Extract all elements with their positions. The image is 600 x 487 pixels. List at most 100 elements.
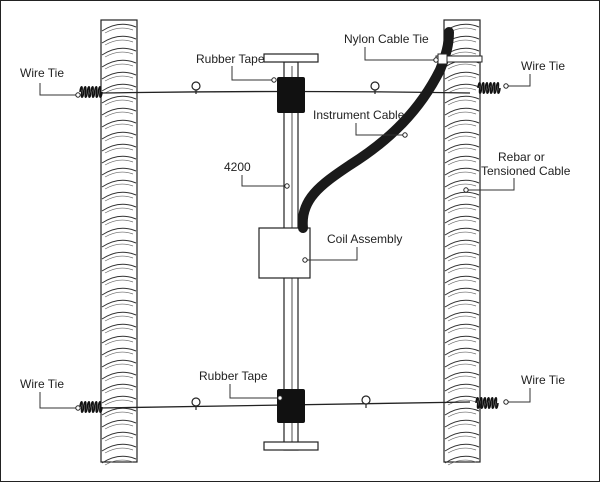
rebar-rib	[444, 359, 480, 368]
rebar-rib	[104, 339, 134, 346]
rebar-rib	[444, 131, 480, 140]
rebar-rib	[101, 443, 137, 452]
rebar-rib	[101, 23, 137, 32]
rebar-rib	[104, 183, 134, 190]
rebar-rib	[444, 443, 480, 452]
wire-tie-coil-top-right	[477, 81, 501, 95]
rebar-rib	[104, 171, 134, 178]
rebar-rib	[444, 395, 480, 404]
rebar-rib	[447, 327, 477, 334]
label-coil-assembly: Coil Assembly	[327, 232, 402, 246]
label-wire-tie-bottom-right: Wire Tie	[521, 373, 565, 387]
label-4200: 4200	[224, 160, 251, 174]
rebar-rib	[101, 35, 137, 44]
rebar-rib	[104, 27, 134, 34]
rebar-rib	[101, 191, 137, 200]
rebar-rib	[101, 95, 137, 104]
rebar-rib	[447, 447, 477, 454]
rebar-rib	[101, 119, 137, 128]
rebar-rib	[444, 107, 480, 116]
wire-tie-coil-bottom-left	[79, 400, 103, 414]
rubber-tape-top	[277, 77, 305, 113]
rebar-rib	[104, 255, 134, 262]
rebar-rib	[104, 75, 134, 82]
rebar-rib	[447, 303, 477, 310]
label-wire-tie-top-right: Wire Tie	[521, 59, 565, 73]
rebar-rib	[101, 215, 137, 224]
rebar-rib	[444, 83, 480, 92]
rebar-rib	[101, 251, 137, 260]
rebar-rib	[101, 323, 137, 332]
rebar-rib	[447, 195, 477, 202]
rebar-rib	[101, 83, 137, 92]
rebar-rib	[447, 435, 477, 442]
rebar-rib	[444, 191, 480, 200]
label-rebar-line1: Rebar or	[498, 150, 545, 164]
rebar-rib	[104, 63, 134, 70]
rebar-rib	[447, 411, 477, 418]
rebar-rib	[104, 315, 134, 322]
rebar-rib	[447, 387, 477, 394]
rebar-rib	[101, 155, 137, 164]
rebar-rib	[447, 183, 477, 190]
rebar-rib	[444, 407, 480, 416]
rebar-left	[100, 19, 138, 466]
rebar-rib	[101, 371, 137, 380]
rebar-rib	[104, 303, 134, 310]
rebar-rib	[447, 267, 477, 274]
rebar-rib	[447, 291, 477, 298]
coil-assembly-box	[258, 227, 311, 279]
rebar-rib	[104, 147, 134, 154]
rebar-rib	[444, 119, 480, 128]
rebar-rib	[447, 279, 477, 286]
rebar-rib	[104, 123, 134, 130]
gauge-end-flange-top	[263, 53, 319, 63]
rebar-rib	[101, 395, 137, 404]
rebar-rib	[101, 419, 137, 428]
rebar-rib	[101, 227, 137, 236]
rebar-rib	[104, 219, 134, 226]
rebar-rib	[447, 363, 477, 370]
rebar-rib	[101, 179, 137, 188]
rebar-rib	[447, 219, 477, 226]
rebar-rib	[447, 375, 477, 382]
rebar-rib	[444, 167, 480, 176]
rebar-rib	[101, 335, 137, 344]
wire-twist-top-left	[191, 81, 201, 94]
rebar-rib	[101, 347, 137, 356]
rebar-rib	[104, 327, 134, 334]
rebar-rib	[101, 143, 137, 152]
rebar-rib	[104, 423, 134, 430]
rebar-rib	[101, 407, 137, 416]
rebar-rib	[447, 207, 477, 214]
rebar-rib	[101, 47, 137, 56]
rebar-rib	[104, 459, 134, 466]
rebar-rib	[447, 231, 477, 238]
rebar-rib	[104, 231, 134, 238]
rebar-rib	[444, 383, 480, 392]
label-nylon-cable-tie: Nylon Cable Tie	[344, 32, 429, 46]
rebar-rib	[104, 195, 134, 202]
label-rubber-tape-top: Rubber Tape	[196, 52, 265, 66]
wire-tie-coil-top-left	[79, 85, 103, 99]
wire-twist-bottom-right	[361, 395, 371, 408]
rebar-rib	[101, 239, 137, 248]
rebar-rib	[104, 291, 134, 298]
label-rebar-line2: Tensioned Cable	[481, 164, 571, 178]
rebar-rib	[444, 371, 480, 380]
rebar-rib	[444, 179, 480, 188]
rebar-rib	[444, 71, 480, 80]
rebar-rib	[104, 351, 134, 358]
rebar-rib	[101, 167, 137, 176]
rebar-rib	[447, 423, 477, 430]
nylon-cable-tie	[435, 53, 483, 65]
rebar-rib	[104, 363, 134, 370]
rebar-rib	[104, 87, 134, 94]
label-instrument-cable: Instrument Cable	[313, 108, 405, 122]
rebar-rib	[444, 347, 480, 356]
wire-twist-top-right	[370, 81, 380, 94]
rebar-rib	[444, 215, 480, 224]
rebar-rib	[444, 143, 480, 152]
